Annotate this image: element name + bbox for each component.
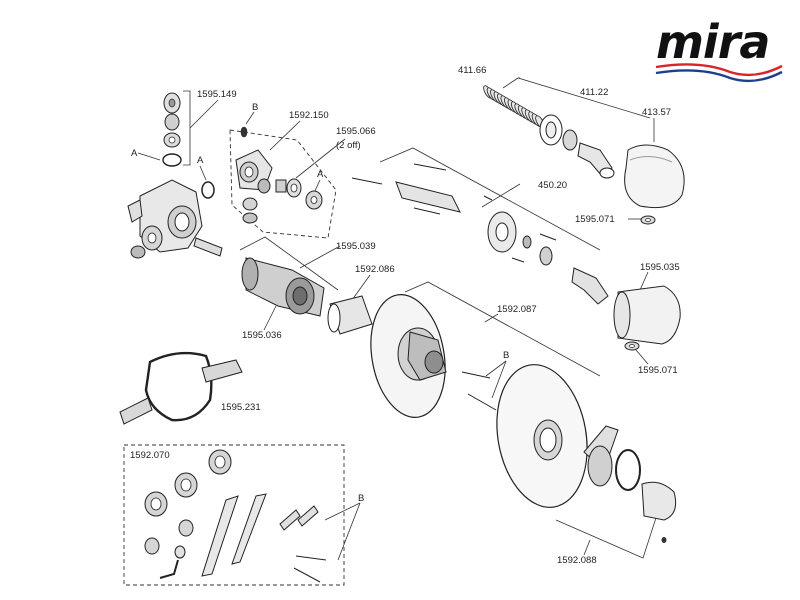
washer-1595-071-top [640,215,656,225]
label-b-middle: B [503,350,509,361]
label-1592-087: 1592.087 [497,304,537,315]
mounting-kit-450-20 [351,163,609,305]
flexible-hose-411-66 [483,85,545,129]
o-ring-a [201,181,215,199]
valve-seat-assembly-1592-150 [235,126,273,224]
label-1595-066: 1595.066 [336,126,376,137]
label-450-20: 450.20 [538,180,567,191]
washer-1595-071-bottom [624,341,640,351]
mira-logo: mira [655,15,783,83]
check-valves-1595-066 [275,178,323,210]
logo-blue-swoosh [655,69,783,83]
label-2-off: (2 off) [336,140,361,151]
brand-wordmark: mira [656,15,769,69]
valve-body [127,179,223,259]
backplate-1592-087 [370,294,497,418]
retaining-bracket-1595-231 [119,351,243,425]
label-a-middle: A [197,155,204,166]
label-1595-071-top: 1595.071 [575,214,615,225]
label-1595-036: 1595.036 [242,330,282,341]
label-413-57: 413.57 [642,107,671,118]
dashed-box-1592-070 [123,444,345,586]
thermostatic-cartridge-1595-036 [241,257,325,317]
part-labels: 1595.149 B 1592.150 1595.066 (2 off) A A… [130,65,680,566]
elbow-fitting-411-22 [539,114,615,179]
label-1595-231: 1595.231 [221,402,261,413]
label-1592-086: 1592.086 [355,264,395,275]
label-a-right: A [317,169,324,180]
label-b-top: B [252,102,258,113]
leader-lines [137,77,666,561]
logo-red-swoosh [655,63,783,77]
trim-kit-1592-088 [496,364,677,543]
label-1592-150: 1592.150 [289,110,329,121]
label-411-66: 411.66 [458,65,486,76]
label-1595-149: 1595.149 [197,89,237,100]
cartridge-components-1595-149 [162,92,182,167]
fittings-kit-1592-070 [144,449,327,583]
label-411-22: 411.22 [580,87,608,98]
sleeve-1592-086 [327,295,373,335]
label-b-bottom: B [358,493,364,504]
cover-1595-035 [613,285,681,345]
dashed-groupings [123,129,345,586]
label-1595-071-bottom: 1595.071 [638,365,678,376]
label-1595-039: 1595.039 [336,241,376,252]
outlet-cover-413-57 [624,144,685,209]
label-a-left: A [131,148,138,159]
label-1592-088: 1592.088 [557,555,597,566]
label-1592-070: 1592.070 [130,450,170,461]
label-1595-035: 1595.035 [640,262,680,273]
